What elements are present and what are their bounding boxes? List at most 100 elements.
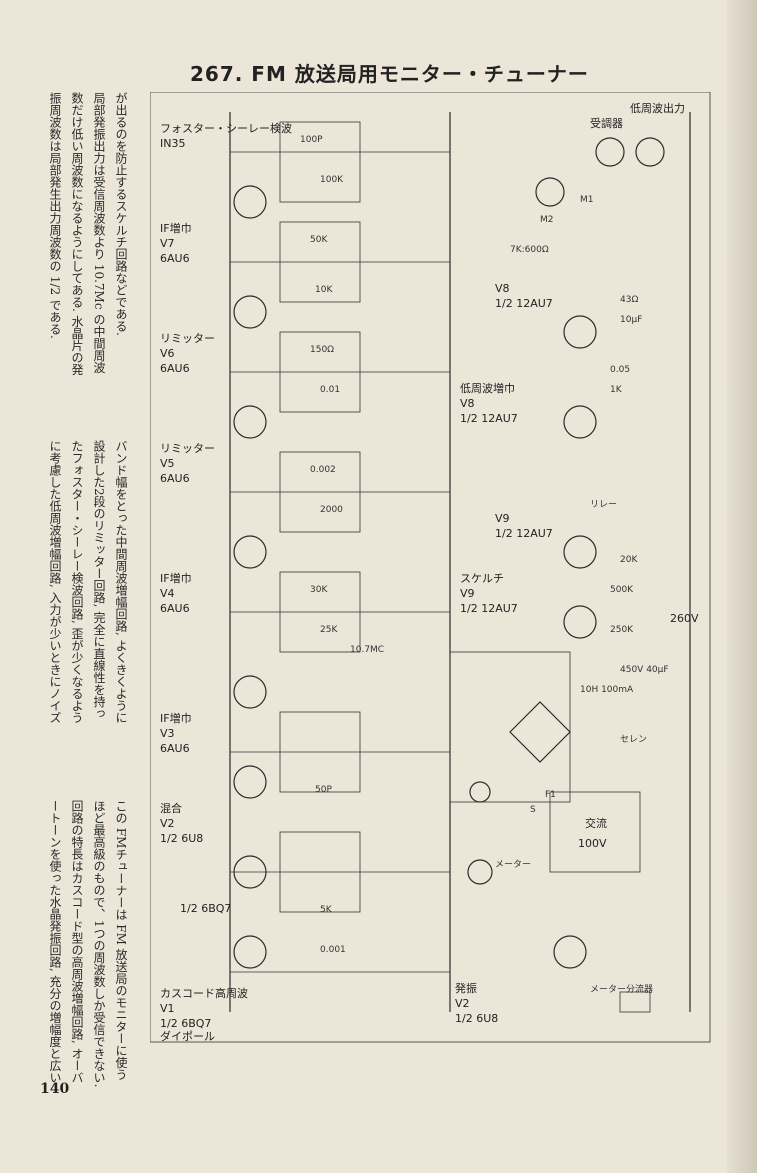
- stage-tube: 6AU6: [160, 362, 190, 375]
- component-value: 1K: [610, 385, 623, 395]
- tube-v3: [233, 675, 267, 709]
- component-value: 0.001: [320, 945, 346, 955]
- m1-label: M1: [580, 195, 594, 205]
- tube-v9b: [563, 605, 597, 639]
- af-out-jack-icon: [635, 137, 665, 167]
- page-title: 267. FM 放送局用モニター・チューナー: [190, 62, 589, 86]
- component-value: 10μF: [620, 315, 642, 325]
- power-supply: 交流 100V F1 S セレン 10H 100mA 450V 40μF: [449, 651, 669, 873]
- text-line: ートーンを使った水晶発振回路, 充分の増幅度と広い: [48, 800, 62, 1084]
- tube-v2-osc: [553, 935, 587, 969]
- text-line: 振周波数は局部発生出力周波数の 1/2 である.: [48, 92, 62, 339]
- tube-v4: [233, 535, 267, 569]
- tube-chain: [233, 185, 267, 969]
- audio-section: 受調器 低周波出力 M2 M1 7K:600Ω リレー 260V: [510, 101, 699, 639]
- stage-tube: 6AU6: [160, 742, 190, 755]
- text-line: たフォスター・シーレー検波回路, 歪が少くなるよう: [70, 440, 84, 724]
- stage-tube: 6AU6: [160, 472, 190, 485]
- stage-label: IF増巾: [160, 221, 192, 235]
- tube-v7: [233, 185, 267, 219]
- m2-label: M2: [540, 215, 554, 225]
- bplus-voltage-label: 260V: [670, 612, 699, 625]
- text-line: この FMチューナーは FM 放送局のモニターに使う: [114, 800, 128, 1081]
- stage-tube: 1/2 12AU7: [495, 297, 553, 310]
- component-value: 0.002: [310, 465, 336, 475]
- selen-label: セレン: [620, 734, 647, 745]
- component-value: 0.05: [610, 365, 630, 375]
- transformer-label: 7K:600Ω: [510, 245, 549, 255]
- text-line: 数だけ低い周波数になるようにしてある. 水晶片の発: [70, 92, 84, 376]
- tube-v8b: [563, 315, 597, 349]
- pilot-lamp: [469, 781, 491, 803]
- stage-tube: 1/2 12AU7: [460, 412, 518, 425]
- component-values: 100P 100K 50K 10K 150Ω 0.01 0.002 2000 3…: [300, 135, 642, 955]
- component-value: 5K: [320, 905, 333, 915]
- page-number: 140: [40, 1081, 70, 1097]
- stage-label: リミッター: [160, 332, 215, 345]
- tube-v1: [233, 935, 267, 969]
- component-value: 43Ω: [620, 295, 638, 305]
- text-line: 局部発振出力は受信周波数より 10.7Mc の中間周波: [92, 92, 106, 374]
- if-freq-label: 10.7MC: [350, 645, 384, 655]
- tube-v9a: [563, 535, 597, 569]
- stage-label: 発振: [455, 981, 477, 995]
- meter-m2-icon: [535, 177, 565, 207]
- text-line: ほど最高級のもので、1つの周波数しか受信できない.: [92, 800, 106, 1088]
- af-out-label: 低周波出力: [630, 101, 685, 115]
- meter-label: メーター: [495, 859, 531, 870]
- component-value: 30K: [310, 585, 328, 595]
- component-value: 100P: [300, 135, 323, 145]
- tube-v2: [233, 765, 267, 799]
- monitor-out-jack-icon: [595, 137, 625, 167]
- stage-tube-id: V3: [160, 727, 175, 740]
- ac-supply-label: 交流: [585, 816, 607, 830]
- fuse-label: F1: [545, 790, 556, 800]
- stage-tube: IN35: [160, 137, 185, 150]
- component-value: 10K: [315, 285, 333, 295]
- tube-v8a: [563, 405, 597, 439]
- page-binding-shadow: [727, 0, 757, 1173]
- text-column-middle: バンド幅をとった中間周波増幅回路, よくきくように 設計した2段のリミッター回路…: [44, 440, 132, 790]
- tube-v5: [233, 405, 267, 439]
- switch-label: S: [530, 805, 536, 815]
- stage-tube-id: V8: [460, 397, 475, 410]
- component-value: 250K: [610, 625, 634, 635]
- stage-tube-id: V4: [160, 587, 175, 600]
- text-line: が出るのを防止するスケルチ回路などである.: [114, 92, 128, 336]
- stage-tube: 1/2 6U8: [455, 1012, 498, 1025]
- ac-voltage-label: 100V: [578, 837, 607, 850]
- stage-tube: 1/2 12AU7: [495, 527, 553, 540]
- stage-tube-id: V8: [495, 282, 510, 295]
- stage-label: リミッター: [160, 442, 215, 455]
- stage-tube-id: V7: [160, 237, 175, 250]
- stage-tube-id: V9: [495, 512, 510, 525]
- stage-label: IF増巾: [160, 571, 192, 585]
- text-line: バンド幅をとった中間周波増幅回路, よくきくように: [114, 440, 128, 724]
- text-line: 設計した2段のリミッター回路, 完全に直線性を持っ: [92, 440, 106, 720]
- component-value: 50P: [315, 785, 332, 795]
- component-value: 150Ω: [310, 345, 334, 355]
- component-value: 500K: [610, 585, 634, 595]
- text-column-right: が出るのを防止するスケルチ回路などである. 局部発振出力は受信周波数より 10.…: [44, 92, 132, 432]
- stage-tube-id: V6: [160, 347, 175, 360]
- choke-label: 10H 100mA: [580, 685, 634, 695]
- stage-tube: 1/2 6BQ7: [160, 1017, 211, 1030]
- text-line: 回路の特長はカスコード型の高周波増幅回路, オーバ: [70, 800, 84, 1084]
- meter-shunt-label: メーター分流器: [590, 983, 653, 995]
- stage-label: 低周波増巾: [460, 381, 515, 395]
- stage-tube-id: V5: [160, 457, 175, 470]
- stage-label: カスコード高周波: [160, 986, 248, 1000]
- text-column-left: この FMチューナーは FM 放送局のモニターに使う ほど最高級のもので、1つの…: [44, 800, 132, 1088]
- stage-tube-id: V1: [160, 1002, 175, 1015]
- bridge-rectifier: [509, 701, 571, 763]
- coupling-networks: [230, 121, 450, 973]
- schematic-frame: [150, 92, 711, 1043]
- stage-tube: 1/2 6BQ7: [180, 902, 231, 915]
- cap-label: 450V 40μF: [620, 665, 669, 675]
- component-value: 100K: [320, 175, 344, 185]
- stage-label: IF増巾: [160, 711, 192, 725]
- crystal-icon: [619, 991, 651, 1013]
- component-value: 2000: [320, 505, 343, 515]
- component-value: 25K: [320, 625, 338, 635]
- stage-tube: 6AU6: [160, 602, 190, 615]
